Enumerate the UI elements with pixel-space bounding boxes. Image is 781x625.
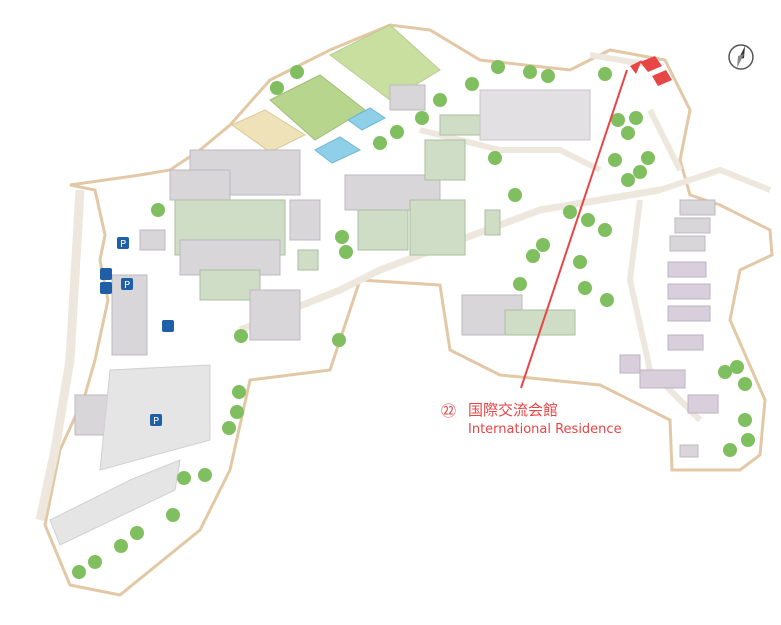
international-residence-building[interactable] bbox=[640, 56, 672, 86]
parking-icon: P bbox=[121, 278, 133, 291]
facility-name-jp[interactable]: 国際交流会館 bbox=[468, 401, 559, 419]
road bbox=[647, 108, 683, 172]
bicycle-icon bbox=[162, 320, 174, 332]
facility-number: ㉒ bbox=[441, 402, 457, 420]
soccer-field bbox=[269, 74, 366, 141]
car-icon bbox=[100, 282, 112, 294]
compass-icon bbox=[728, 44, 754, 70]
road bbox=[659, 166, 772, 193]
residence-cluster bbox=[619, 199, 719, 458]
parking-lot bbox=[49, 459, 181, 546]
pool bbox=[347, 107, 386, 131]
pointer-arrowhead bbox=[630, 60, 642, 74]
pointer-line bbox=[520, 69, 628, 389]
svg-text:P: P bbox=[120, 239, 126, 250]
tree-icon bbox=[72, 60, 755, 579]
parking-icon: P bbox=[150, 414, 162, 427]
bicycle-icon bbox=[100, 268, 112, 280]
baseball-field bbox=[329, 24, 441, 101]
road bbox=[626, 199, 703, 423]
parking-icon: P bbox=[117, 237, 129, 250]
pool bbox=[314, 136, 362, 164]
building-cluster bbox=[169, 84, 591, 341]
svg-text:P: P bbox=[124, 280, 130, 291]
svg-text:P: P bbox=[153, 416, 159, 427]
road bbox=[35, 189, 85, 521]
tennis-courts bbox=[231, 109, 307, 153]
building bbox=[139, 229, 166, 251]
facility-name-en[interactable]: International Residence bbox=[468, 422, 622, 437]
